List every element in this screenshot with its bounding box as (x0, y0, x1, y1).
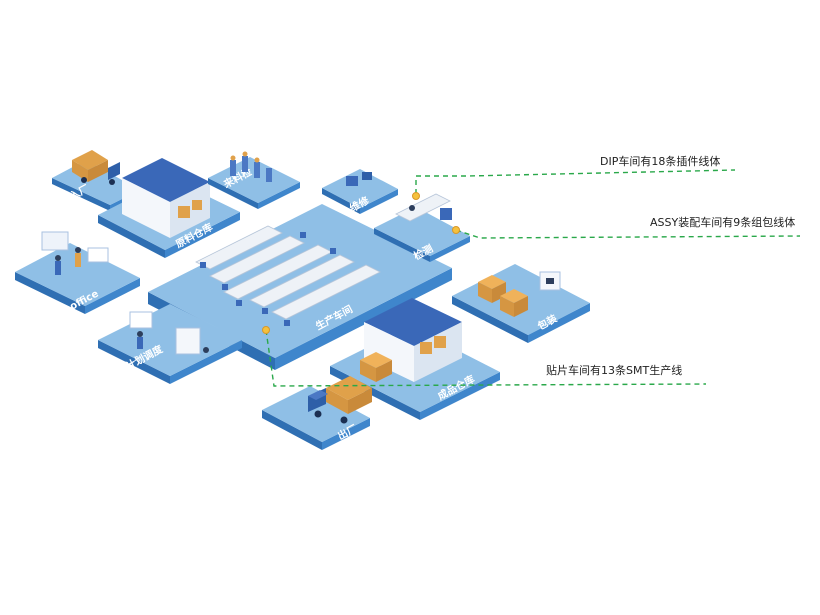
raw-warehouse-building-icon (122, 158, 210, 238)
finished-warehouse-building-icon (360, 298, 462, 382)
smt-marker-icon (262, 326, 270, 334)
entrance-truck-icon (72, 150, 120, 185)
exit-truck-icon (308, 376, 372, 424)
planning-board-icon (129, 311, 209, 355)
office-workers-icon (41, 231, 109, 275)
annotation-smt: 贴片车间有13条SMT生产线 (262, 326, 707, 387)
assy-marker-icon (452, 226, 460, 234)
dip-marker-icon (412, 192, 420, 200)
annotation-assy-text: ASSY装配车间有9条组包线体 (650, 215, 795, 229)
production-lines-icon (195, 225, 381, 326)
office-platform: office (15, 243, 140, 314)
inspection-line-icon (395, 193, 452, 222)
annotation-assy: ASSY装配车间有9条组包线体 (452, 215, 801, 239)
repair-equipment-icon (346, 172, 372, 186)
annotation-dip-text: DIP车间有18条插件线体 (600, 154, 720, 168)
repair-platform: 维修 (322, 169, 398, 215)
annotation-smt-text: 贴片车间有13条SMT生产线 (546, 363, 682, 377)
packaging-boxes-icon (478, 271, 561, 317)
annotation-dip: DIP车间有18条插件线体 (412, 154, 736, 200)
inspection-shelves-icon (230, 151, 272, 182)
inspection-platform: 检测 (374, 207, 470, 263)
